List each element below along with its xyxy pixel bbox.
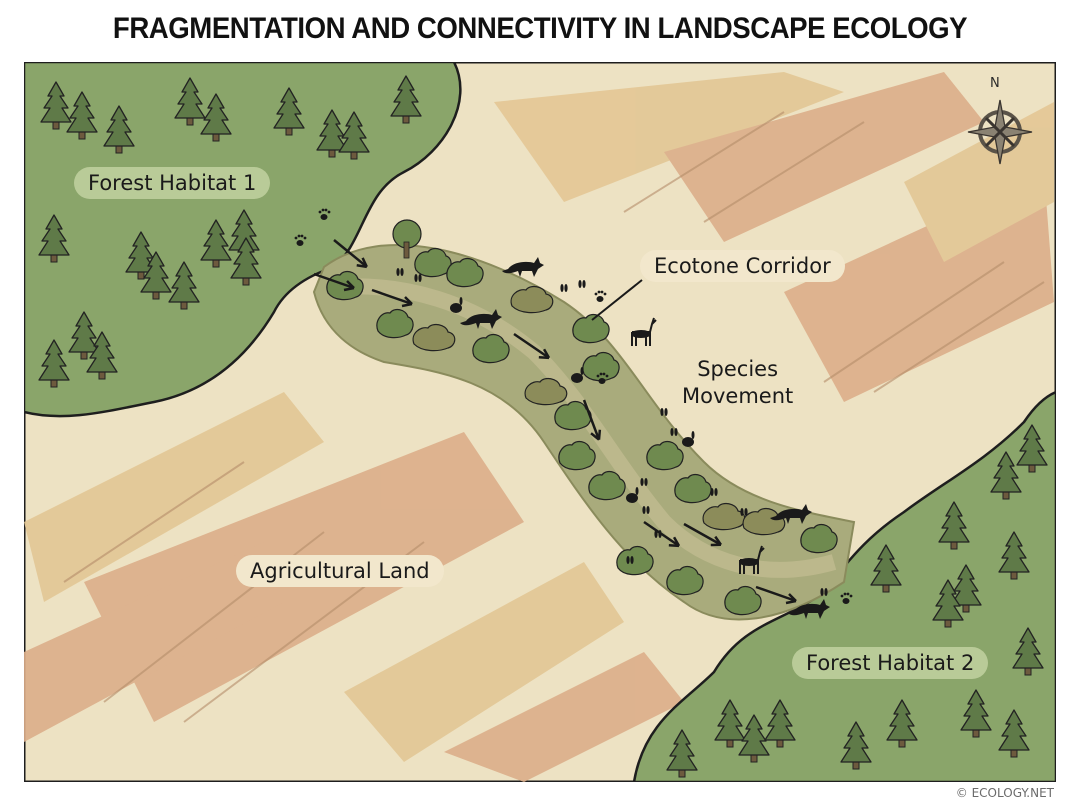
corridor-leader-line [591, 279, 643, 321]
label-species-movement: Species Movement [682, 356, 793, 410]
label-agricultural-land: Agricultural Land [236, 555, 444, 587]
label-forest-habitat-2: Forest Habitat 2 [792, 647, 989, 679]
compass-north-label: N [990, 76, 1000, 91]
landscape-map [24, 62, 1056, 782]
species-movement-line-1: Species [697, 357, 779, 381]
compass-rose-icon [967, 99, 1033, 165]
diagram-title: FRAGMENTATION AND CONNECTIVITY IN LANDSC… [112, 12, 968, 45]
label-ecotone-corridor: Ecotone Corridor [640, 250, 845, 282]
species-movement-line-2: Movement [682, 384, 794, 408]
label-forest-habitat-1: Forest Habitat 1 [74, 167, 271, 199]
field-upper-right [494, 72, 1054, 402]
credit-text: © ECOLOGY.NET [955, 786, 1054, 800]
corridor-vegetation [326, 219, 838, 616]
